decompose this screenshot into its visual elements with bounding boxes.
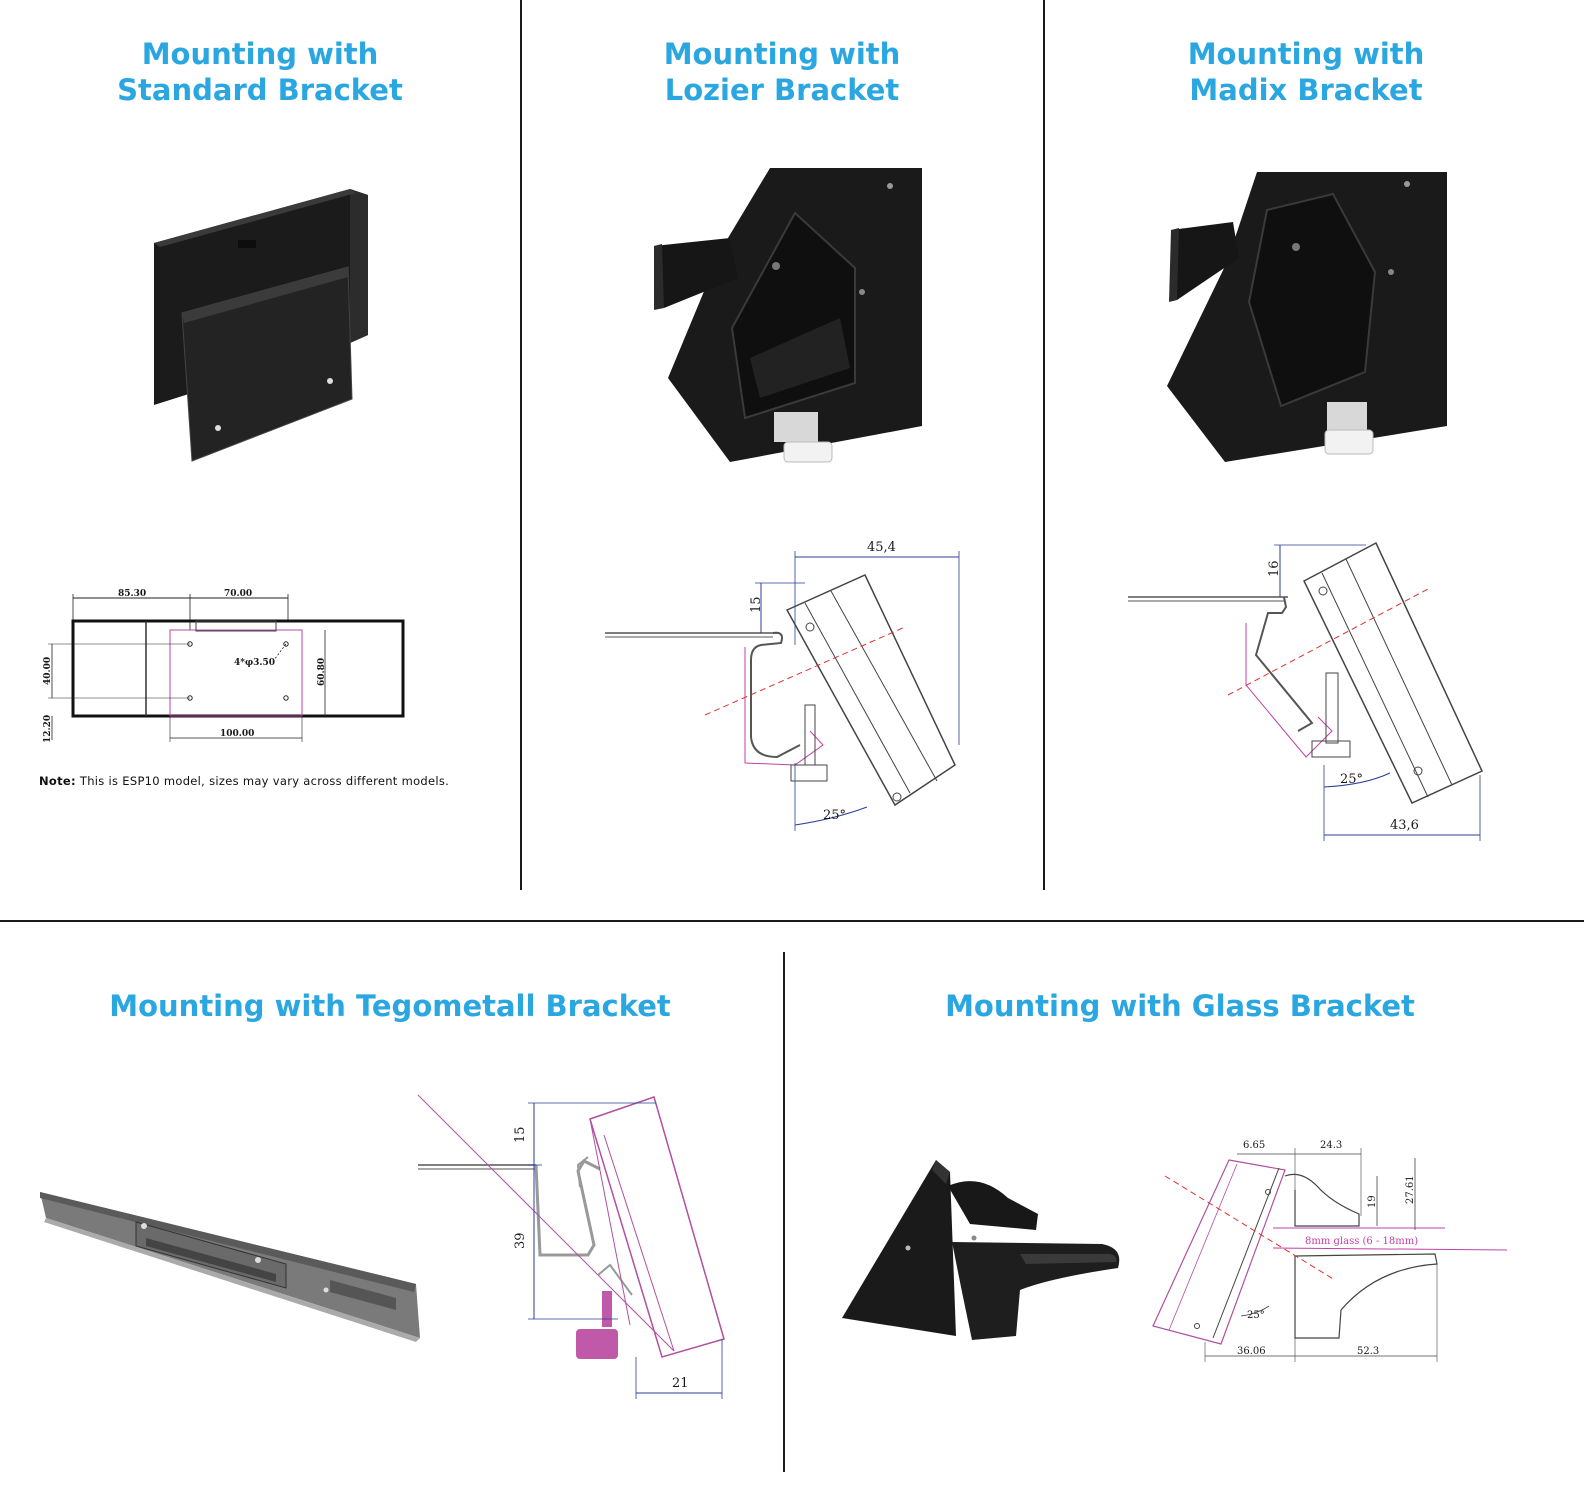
standard-bracket-drawing: 85.30 70.00 4*φ3.50 40.00 12.20 60.80 10…	[43, 589, 405, 743]
title-madix-bracket: Mounting with Madix Bracket	[1106, 36, 1506, 108]
glass-angle: 25°	[1247, 1310, 1265, 1321]
title-standard-bracket: Mounting with Standard Bracket	[60, 36, 460, 108]
title-standard-line2: Standard Bracket	[117, 73, 403, 107]
tegometall-bracket-drawing: 15 39 21	[417, 1094, 725, 1399]
glass-dim-b: 24.3	[1320, 1140, 1342, 1151]
lozier-bracket-photo	[654, 168, 922, 463]
glass-dim-e: 36.06	[1237, 1346, 1266, 1357]
divider-horizontal	[0, 920, 1584, 922]
note-body: This is ESP10 model, sizes may vary acro…	[75, 774, 450, 788]
std-dim-top-right: 70.00	[224, 589, 252, 599]
madix-dim-height: 16	[1267, 560, 1282, 577]
teg-dim-top: 15	[513, 1126, 528, 1143]
lozier-angle: 25°	[823, 808, 846, 823]
teg-dim-mid: 39	[513, 1232, 528, 1249]
title-lozier-line1: Mounting with	[663, 37, 901, 71]
teg-dim-bottom: 21	[672, 1376, 689, 1391]
lozier-dim-height: 15	[749, 596, 764, 613]
glass-label: 8mm glass (6 - 18mm)	[1305, 1236, 1418, 1247]
glass-dim-a: 6.65	[1243, 1140, 1265, 1151]
title-madix-line2: Madix Bracket	[1189, 73, 1423, 107]
glass-dim-d: 27.61	[1405, 1175, 1416, 1204]
title-glass: Mounting with Glass Bracket	[945, 989, 1415, 1023]
title-tegometall-bracket: Mounting with Tegometall Bracket	[80, 988, 700, 1024]
std-dim-right: 60.80	[317, 658, 327, 686]
lozier-dim-width: 45,4	[867, 540, 896, 555]
madix-angle: 25°	[1340, 772, 1363, 787]
divider-vertical-1	[520, 0, 522, 890]
std-dim-left-upper: 40.00	[43, 657, 53, 685]
divider-vertical-3	[783, 952, 785, 1472]
note-label: Note:	[39, 774, 76, 788]
note-text: Note: This is ESP10 model, sizes may var…	[39, 774, 449, 788]
title-lozier-line2: Lozier Bracket	[664, 73, 900, 107]
title-madix-line1: Mounting with	[1187, 37, 1425, 71]
standard-bracket-photo	[154, 189, 368, 462]
title-lozier-bracket: Mounting with Lozier Bracket	[582, 36, 982, 108]
madix-bracket-photo	[1167, 172, 1447, 462]
madix-dim-width: 43,6	[1390, 818, 1419, 833]
lozier-bracket-drawing: 45,4 15 25°	[605, 540, 960, 831]
title-glass-bracket: Mounting with Glass Bracket	[880, 988, 1480, 1024]
std-dim-top-left: 85.30	[118, 589, 146, 599]
title-standard-line1: Mounting with	[141, 37, 379, 71]
std-dim-bottom: 100.00	[220, 729, 254, 739]
tegometall-bracket-photo	[40, 1192, 420, 1342]
std-dim-left-lower: 12.20	[43, 715, 53, 743]
glass-bracket-photo	[842, 1160, 1120, 1340]
std-hole-label: 4*φ3.50	[234, 658, 275, 668]
divider-vertical-2	[1043, 0, 1045, 890]
glass-bracket-drawing: 8mm glass (6 - 18mm) 6.65 24.3 19 27.61 …	[1152, 1140, 1508, 1362]
title-tegometall: Mounting with Tegometall Bracket	[109, 989, 671, 1023]
glass-dim-c: 19	[1367, 1195, 1378, 1208]
madix-bracket-drawing: 16 43,6 25°	[1128, 541, 1483, 841]
glass-dim-f: 52.3	[1357, 1346, 1379, 1357]
